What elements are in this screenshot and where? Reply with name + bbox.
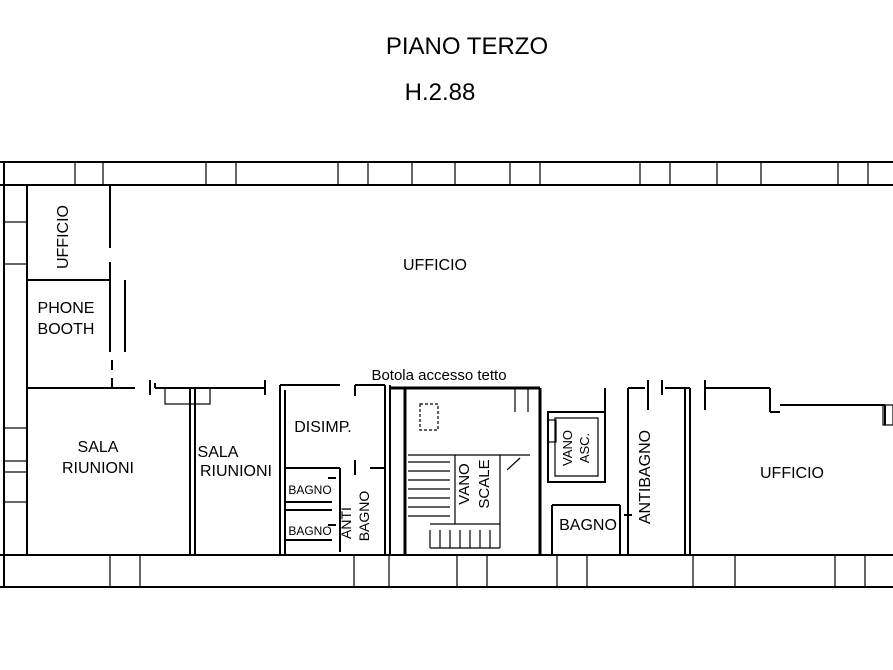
room-label-bagno-upper: BAGNO	[288, 483, 331, 497]
room-label-botola: Botola accesso tetto	[371, 367, 506, 384]
bottom-windows	[109, 554, 866, 588]
left-offices-walls	[27, 185, 126, 389]
room-label-sala-riunioni-1b: RIUNIONI	[62, 460, 134, 477]
stair-core	[390, 386, 542, 555]
room-label-phone-booth-2: BOOTH	[38, 321, 95, 338]
bathroom-walls	[285, 384, 391, 555]
room-label-phone-booth-1: PHONE	[38, 300, 95, 317]
plan-title: PIANO TERZO	[386, 33, 548, 60]
room-label-sala-riunioni-2a: SALA	[198, 444, 239, 461]
room-label-ufficio-small: UFFICIO	[55, 205, 72, 269]
room-label-vano-asc-1: VANO	[560, 430, 575, 466]
room-label-antibagno-left-1: ANTI	[338, 507, 354, 539]
left-windows	[3, 221, 28, 503]
room-label-bagno-right: BAGNO	[559, 517, 617, 534]
ceiling-height: H.2.88	[405, 79, 476, 106]
room-labels: UFFICIO UFFICIO PHONE BOOTH SALA RIUNION…	[38, 205, 824, 541]
room-label-sala-riunioni-2b: RIUNIONI	[200, 463, 272, 480]
middle-wall	[27, 380, 356, 555]
room-label-sala-riunioni-1a: SALA	[78, 439, 119, 456]
top-windows	[74, 161, 869, 186]
room-label-antibagno-left-2: BAGNO	[356, 491, 372, 542]
room-label-disimp: DISIMP.	[294, 419, 352, 436]
room-label-bagno-lower: BAGNO	[288, 524, 331, 538]
right-office-walls	[704, 380, 893, 426]
room-label-ufficio-main: UFFICIO	[403, 257, 467, 274]
room-label-antibagno-right: ANTIBAGNO	[637, 430, 654, 524]
elevator-shaft	[547, 411, 606, 483]
room-label-vano-scale-1: VANO	[456, 463, 473, 504]
room-label-ufficio-right: UFFICIO	[760, 465, 824, 482]
room-label-vano-asc-2: ASC.	[577, 433, 592, 463]
right-bathroom-walls	[551, 380, 691, 555]
room-label-vano-scale-2: SCALE	[476, 459, 493, 508]
